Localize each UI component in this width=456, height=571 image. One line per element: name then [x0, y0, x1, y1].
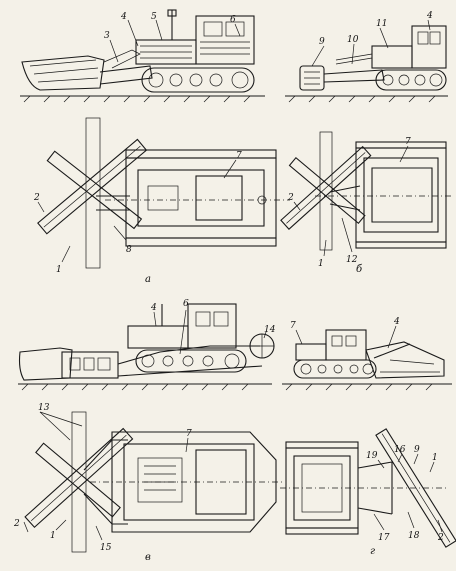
panel-b-side-view: 9 10 11 4	[285, 11, 448, 103]
callout-9g: 9	[414, 445, 420, 455]
callout-1g: 1	[432, 453, 438, 463]
callout-7v: 7	[186, 429, 192, 439]
callout-3: 3	[104, 31, 110, 41]
callout-2v: 2	[13, 519, 20, 529]
callout-12: 12	[346, 255, 358, 265]
callout-2b: 2	[287, 193, 294, 203]
callout-1v: 1	[50, 531, 56, 541]
panel-label-v: в	[145, 552, 151, 563]
callout-10: 10	[347, 35, 359, 45]
callout-1a: 1	[56, 265, 62, 275]
callout-18: 18	[408, 531, 420, 541]
callout-4: 4	[120, 12, 127, 22]
callout-1b: 1	[318, 259, 324, 269]
callout-4v: 4	[150, 303, 157, 313]
callout-17: 17	[378, 533, 390, 543]
callout-4g: 4	[393, 317, 400, 327]
callout-5: 5	[151, 12, 157, 22]
panel-g-plan-view: 19 16 9 1 2 17 18 г	[280, 428, 456, 557]
callout-11: 11	[376, 19, 387, 29]
callout-6: 6	[230, 15, 236, 25]
callout-2a: 2	[33, 193, 40, 203]
panel-v-plan-view: 13 7 2 1 15 в	[13, 403, 282, 563]
callout-7g: 7	[290, 321, 296, 331]
callout-7b: 7	[405, 137, 411, 147]
panel-label-g: г	[370, 546, 375, 557]
callout-7a: 7	[236, 151, 242, 161]
panel-a-plan-view: 7 2 1 8 а	[33, 117, 290, 285]
callout-16: 16	[394, 445, 406, 455]
callout-2g: 2	[437, 533, 444, 543]
callout-13: 13	[38, 403, 50, 413]
panel-label-b: б	[356, 264, 363, 275]
panel-g-side-view: 7 4	[282, 317, 452, 391]
callout-6v: 6	[183, 299, 189, 309]
callout-4b: 4	[426, 11, 433, 21]
panel-label-a: а	[145, 274, 151, 285]
callout-8: 8	[126, 245, 132, 255]
panel-a-side-view: 3 4 5 6	[20, 9, 265, 103]
callout-15: 15	[100, 543, 112, 553]
callout-14: 14	[264, 325, 276, 335]
callout-19: 19	[366, 451, 378, 461]
panel-v-side-view: 4 6 14	[18, 299, 276, 391]
panel-b-plan-view: 7 2 1 12 б	[280, 131, 452, 275]
callout-9: 9	[319, 37, 325, 47]
